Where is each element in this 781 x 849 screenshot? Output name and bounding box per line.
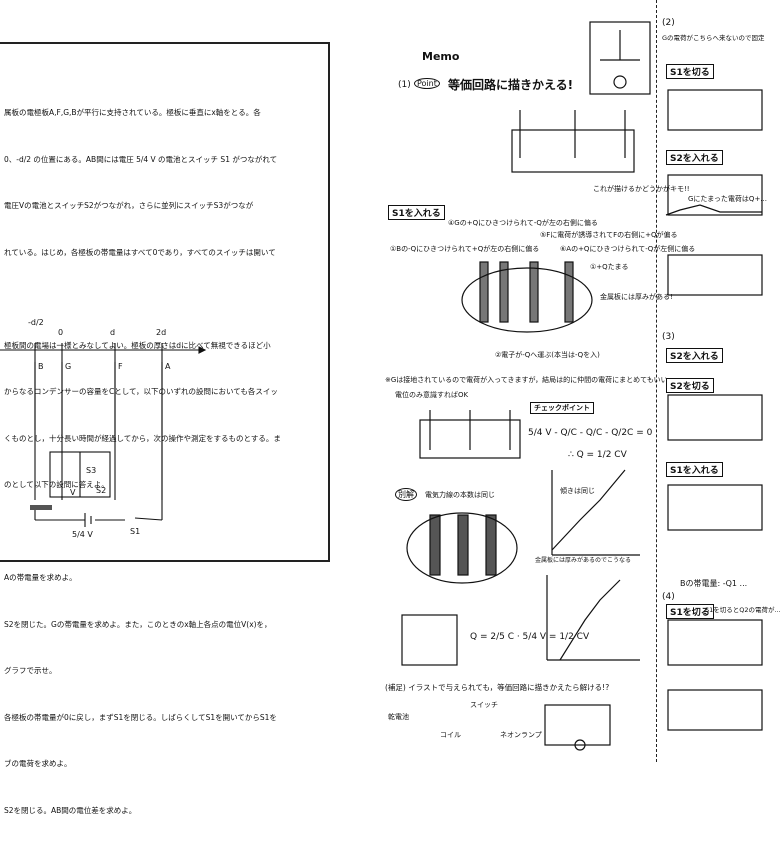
axis-tick: 2d xyxy=(156,328,167,337)
memo-note: ⑤Fに電荷が誘導されてFの右側に+Qが偏る xyxy=(540,231,678,239)
supp-label: コイル xyxy=(440,731,461,739)
step-box: S1を入れる xyxy=(388,205,445,220)
problem-line: 各極板の帯電量が0に戻し，まずS1を閉じる。しばらくしてS1を開いてからS1を xyxy=(4,712,277,722)
memo-note: 金属板には厚みがある! xyxy=(600,293,673,301)
point-badge: Point xyxy=(414,78,440,89)
plate-label: F xyxy=(118,362,123,371)
problem-text: 属板の電極板A,F,G,Bが平行に支持されている。極板に垂直にx軸をとる。各 0… xyxy=(4,74,324,849)
alt-label: 別解 xyxy=(395,488,417,501)
plate-label: G xyxy=(65,362,72,371)
equation: ∴ Q = 1/2 CV xyxy=(568,450,627,460)
switch-label: S3 xyxy=(86,466,97,475)
memo-note: ⑥Aの+Qにひきつけられて-Qが左側に偏る xyxy=(560,245,696,253)
plate-label: B xyxy=(38,362,44,371)
problem-line: 0、-d/2 の位置にある。AB間には電圧 5/4 V の電池とスイッチ S1 … xyxy=(4,154,278,164)
memo-note: これが描けるかどうかがキモ!! xyxy=(593,185,690,193)
problem-line: ブの電荷を求めよ。 xyxy=(4,759,72,768)
step-box: S2を切る xyxy=(666,378,714,393)
problem-line: S2を閉じた。Gの帯電量を求めよ。また，このときのx軸上各点の電位V(x)を， xyxy=(4,619,272,629)
step-box: S1を切る xyxy=(666,604,714,619)
problem-line: Aの帯電量を求めよ。 xyxy=(4,573,77,582)
axis-tick: d xyxy=(110,328,116,337)
memo-note: Gにたまった電荷はQ+... xyxy=(688,195,767,203)
axis-tick: -d/2 xyxy=(28,318,44,327)
memo-note: ※Gは接地されているので電荷が入ってきますが，結局は的に仲間の電荷にまとめてもい… xyxy=(385,376,668,384)
memo-note: Gの電荷がこちらへ来ないので固定 xyxy=(662,34,765,42)
problem-line: からなるコンデンサーの容量をCとして，以下のいずれの設問においても各スイッ xyxy=(4,387,278,396)
problem-line: 極板間の電場は一様とみなしてよい。極板の厚さはdに比べて無視できるほど小 xyxy=(4,340,271,350)
memo-sketches xyxy=(401,21,763,751)
problem-line: グラフで示せ。 xyxy=(4,666,57,675)
check-label: チェックポイント xyxy=(530,402,594,414)
axis-tick: 0 xyxy=(58,328,64,337)
point-label: Point xyxy=(414,78,440,89)
plate-label: A xyxy=(165,362,171,371)
switch-label: S2 xyxy=(96,486,107,495)
battery-label: V xyxy=(70,488,76,497)
switch-label: S1 xyxy=(130,527,141,536)
step-box: S1を切る xyxy=(666,64,714,79)
graph-note: 金属板には厚みがあるのでこうなる xyxy=(535,557,632,564)
step-box: S2を入れる xyxy=(666,348,723,363)
question-number: (3) xyxy=(662,332,675,342)
problem-line: S2を閉じる。AB間の電位差を求めよ。 xyxy=(4,805,137,815)
supplement-note: (補足) イラストで与えられても，等価回路に描きかえたら解ける!? xyxy=(385,683,610,692)
supp-label: 乾電池 xyxy=(388,713,409,721)
memo-divider xyxy=(656,0,657,762)
graph-note: 傾きは同じ xyxy=(560,487,595,495)
supp-label: ネオンランプ xyxy=(500,731,542,739)
memo-title: Memo xyxy=(422,50,460,63)
battery-label: 5/4 V xyxy=(72,530,93,539)
step-box: S1を入れる xyxy=(666,462,723,477)
supp-label: スイッチ xyxy=(470,701,498,709)
problem-circuit-diagram xyxy=(0,343,207,527)
question-number: (1) xyxy=(398,80,411,90)
equation: 5/4 V - Q/C - Q/C - Q/2C = 0 xyxy=(528,428,653,438)
problem-panel: 属板の電極板A,F,G,Bが平行に支持されている。極板に垂直にx軸をとる。各 0… xyxy=(0,42,330,815)
problem-line: れている。はじめ，各極板の帯電量はすべて0であり，すべてのスイッチは開いて xyxy=(4,247,276,257)
alt-label-wrap: 別解 xyxy=(395,488,417,501)
problem-line: 属板の電極板A,F,G,Bが平行に支持されている。極板に垂直にx軸をとる。各 xyxy=(4,108,261,117)
memo-note: Bの帯電量: -Q1 ... xyxy=(680,579,748,588)
memo-note: S1を切るとQ2の電荷が... xyxy=(705,606,781,614)
memo-note: 電位のみ意識すればOK xyxy=(395,391,469,399)
memo-note: ④Gの+Qにひきつけられて-Qが左の右側に偏る xyxy=(448,219,598,227)
problem-line: くものとし，十分長い時間が経過してから，次の操作や測定をするものとする。ま xyxy=(4,433,281,443)
memo-heading: 等価回路に描きかえる! xyxy=(448,78,574,92)
equation: Q = 2/5 C · 5/4 V = 1/2 CV xyxy=(470,632,590,642)
memo-note: 電気力線の本数は同じ xyxy=(425,491,495,499)
memo-note: ②電子が-Qへ運ぶ(本当は-Qを入) xyxy=(495,351,600,359)
memo-note: ①Bの-Qにひきつけられて+Qが左の右側に偏る xyxy=(390,245,540,253)
question-number: (4) xyxy=(662,592,675,602)
problem-line: のとして以下の設問に答えよ。 xyxy=(4,480,109,489)
question-number: (2) xyxy=(662,18,675,28)
memo-note: ①+Qたまる xyxy=(590,263,629,271)
problem-line: 電圧Vの電池とスイッチS2がつながれ，さらに並列にスイッチS3がつなが xyxy=(4,201,254,210)
step-box: S2を入れる xyxy=(666,150,723,165)
